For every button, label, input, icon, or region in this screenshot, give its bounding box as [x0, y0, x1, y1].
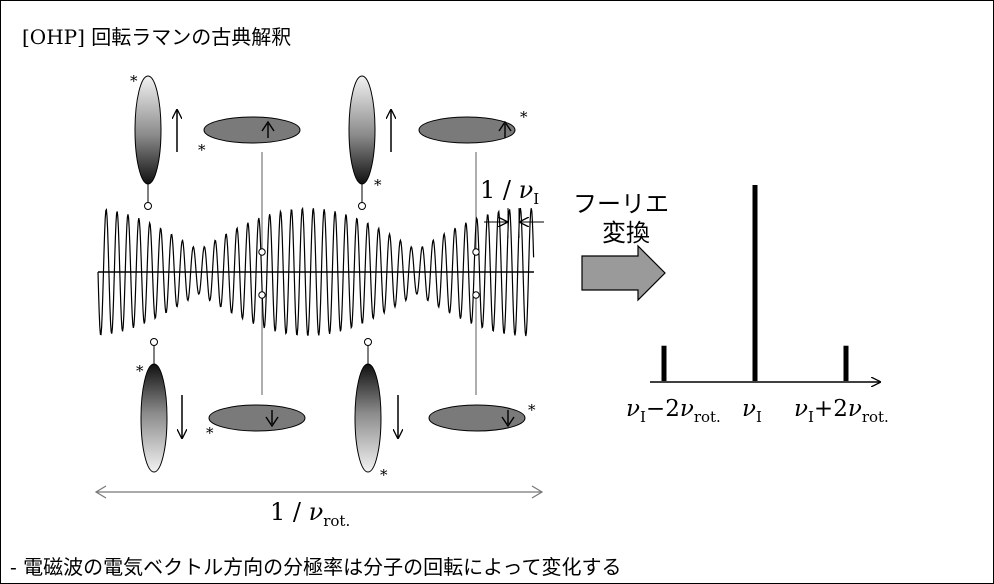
molecule-top-horizontal-1: * [198, 116, 301, 159]
spectrum-peak [661, 345, 667, 381]
node-circle [472, 291, 480, 299]
ellipse [348, 75, 376, 185]
asterisk: * [198, 141, 206, 159]
wave-group [97, 206, 535, 337]
node-circle [150, 338, 158, 346]
rotation-period-marker: 1 / νrot. [94, 485, 544, 530]
fourier-label-line2: 変換 [602, 219, 650, 247]
arrow-head-left [94, 485, 107, 499]
spectrum-peak-label: νI−2νrot. [626, 396, 721, 426]
asterisk: * [130, 72, 138, 90]
ellipse [134, 75, 162, 185]
ellipse [203, 116, 301, 144]
spectrum-plot: νI−2νrot. νI νI+2νrot. [626, 185, 889, 426]
molecule-bottom-horizontal-2: * [428, 401, 536, 432]
period-label: 1 / νI [480, 176, 539, 208]
asterisk: * [520, 108, 528, 126]
asterisk: * [374, 176, 382, 194]
ellipse [354, 363, 382, 473]
spectrum-labels: νI−2νrot. νI νI+2νrot. [626, 396, 889, 426]
modulated-wave [97, 206, 535, 337]
molecule-bottom-horizontal-1: * [206, 404, 306, 442]
ellipse [208, 404, 306, 432]
molecule-bottom-1: * [136, 338, 182, 473]
molecule-top-1: * [130, 72, 177, 210]
spectrum-peak-label: νI+2νrot. [794, 396, 889, 426]
transform-arrow [581, 244, 666, 302]
slide-title: [OHP] 回転ラマンの古典解釈 [22, 25, 292, 49]
wave-node-circles [258, 248, 480, 299]
node-circle [144, 202, 152, 210]
node-circle [364, 338, 372, 346]
node-circle [472, 248, 480, 256]
spectrum-peak-label: νI [742, 396, 762, 426]
asterisk: * [380, 466, 388, 484]
period-marker: 1 / νI [480, 176, 544, 238]
small-arrow-head [501, 416, 515, 428]
asterisk: * [528, 401, 536, 419]
small-arrow-head [261, 120, 275, 132]
arrow-head-right [531, 485, 544, 499]
spectrum-peak [752, 185, 758, 381]
molecule-top-2: * [348, 75, 391, 210]
ellipse [418, 116, 516, 144]
asterisk: * [136, 362, 144, 380]
ellipse [428, 404, 526, 432]
fourier-label-line1: フーリエ [573, 190, 669, 218]
small-arrow-head [498, 120, 512, 132]
ellipse [140, 363, 168, 473]
spectrum-peaks [661, 185, 849, 381]
bullet-text: - 電磁波の電気ベクトル方向の分極率は分子の回転によって変化する [10, 555, 622, 579]
asterisk: * [206, 424, 214, 442]
molecule-top-horizontal-2: * [418, 108, 528, 144]
small-arrow-head [265, 416, 279, 428]
rotation-period-label: 1 / νrot. [270, 498, 350, 530]
node-circle [358, 202, 366, 210]
molecule-bottom-2: * [354, 338, 398, 484]
node-circle [258, 291, 266, 299]
node-circle [258, 248, 266, 256]
spectrum-peak [843, 345, 849, 381]
fourier-transform: フーリエ 変換 [573, 190, 669, 302]
